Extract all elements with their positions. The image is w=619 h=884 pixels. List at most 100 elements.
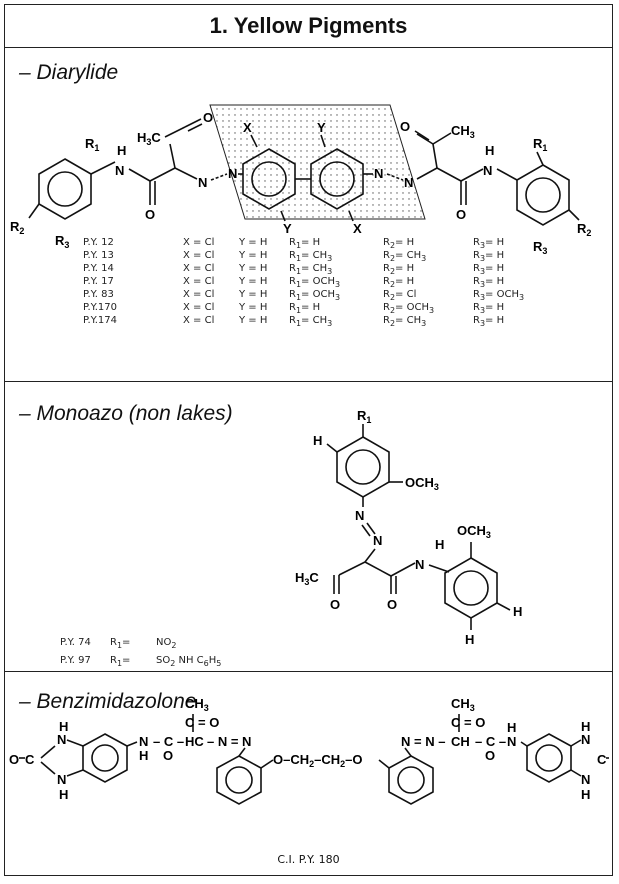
label-n-left-top: N (57, 732, 66, 747)
label-n-azo-right2: N (404, 175, 413, 190)
table-cell: R3= OCH3 (473, 289, 525, 302)
label-h-left-top: H (59, 719, 68, 734)
page-title: 1. Yellow Pigments (5, 5, 612, 48)
label-o-right-ketone: O (400, 119, 410, 134)
table-cell: R3= H (473, 302, 505, 315)
table-cell: R1= H (289, 302, 321, 315)
table-cell: R2= H (383, 237, 415, 250)
label-x-bottom: X (353, 221, 362, 236)
table-cell: R1= H (289, 237, 321, 250)
table-cell: Y = H (239, 302, 268, 313)
label-n-right-top: N (581, 732, 590, 747)
table-cell: P.Y. 17 (83, 276, 114, 287)
label-n-azo-left2: N (228, 166, 237, 181)
label-n-left-amide: N (139, 734, 148, 749)
table-cell: X = Cl (183, 237, 215, 248)
label-c-right: C (597, 752, 607, 767)
section-benzimidazolone: – Benzimidazolone N H N H C O N H – C – … (5, 672, 612, 877)
label-n-right-amide: N (507, 734, 516, 749)
section-title-diarylide: – Diarylide (19, 61, 119, 84)
label-ch3-right: CH3 (451, 696, 475, 713)
table-cell: X = Cl (183, 250, 215, 261)
monoazo-bottom-ring (444, 557, 498, 619)
label-n-azo-left: – N = N (207, 734, 251, 749)
label-n-monoazo-amide: N (415, 557, 424, 572)
section-diarylide: – Diarylide R1 R2 R3 H N O (5, 47, 612, 382)
label-n-azo-right: N = N – (401, 734, 445, 749)
label-o-right-amide: O (456, 207, 466, 222)
table-cell: R2= H (383, 263, 415, 276)
label-x-top: X (243, 120, 252, 135)
label-h3c-monoazo: H3C (295, 570, 319, 587)
label-bridge: O–CH2–CH2–O (273, 752, 363, 769)
table-cell: Y = H (239, 250, 268, 261)
biphenyl-right-ring (310, 148, 364, 210)
label-o-left-ketone: O (203, 110, 213, 125)
label-r1-monoazo: R1 (357, 408, 371, 425)
label-ch3-right: CH3 (451, 123, 475, 140)
label-c-left-acetyl: C = O (185, 715, 219, 730)
label-h-left: H (117, 143, 126, 158)
label-n-left: N (115, 163, 124, 178)
table-cell: P.Y.170 (83, 302, 117, 313)
table-cell: R3= H (473, 276, 505, 289)
table-cell: X = Cl (183, 315, 215, 326)
label-o-right-amide: O (485, 748, 495, 763)
table-cell: R2= CH3 (383, 315, 427, 328)
table-cell: R2= OCH3 (383, 302, 435, 315)
table-cell: R1= CH3 (289, 263, 333, 276)
table-cell: P.Y. 13 (83, 250, 114, 261)
table-cell: R3= H (473, 315, 505, 328)
label-r1-left: R1 (85, 136, 99, 153)
biphenyl-highlight-region (209, 104, 426, 220)
table-cell: R2= CH3 (383, 250, 427, 263)
table-cell: P.Y. 83 (83, 289, 114, 300)
section-title-monoazo: – Monoazo (non lakes) (19, 402, 233, 425)
left-phenyl-ring (38, 158, 92, 220)
label-h-monoazo-bottom: H (465, 632, 474, 647)
label-c-left-amide: – C – (153, 734, 184, 749)
label-h-monoazo-top: H (313, 433, 322, 448)
monoazo-structure: R1 H OCH3 N N H3C O O N H (295, 408, 522, 647)
label-och3-bottom: OCH3 (457, 523, 491, 540)
table-cell: X = Cl (183, 276, 215, 287)
label-c-left: C (25, 752, 35, 767)
table-cell: P.Y. 14 (83, 263, 114, 274)
right-benzene-ring (526, 733, 572, 783)
left-middle-ring (216, 755, 262, 805)
pigment-figure-frame: 1. Yellow Pigments – Diarylide R1 R2 R3 … (4, 4, 613, 876)
label-o-left: O (9, 752, 19, 767)
table-cell: P.Y.174 (83, 315, 117, 326)
benzimidazolone-structure: N H N H C O N H – C – O HC C = O CH3 – N… (9, 696, 609, 805)
label-r1-right: R1 (533, 136, 547, 153)
label-r2-right: R2 (577, 221, 591, 238)
label-r3-left: R3 (55, 233, 69, 250)
label-r3-right: R3 (533, 239, 547, 256)
section-monoazo: – Monoazo (non lakes) R1 H OCH3 N N H3C … (5, 382, 612, 672)
label-ch-right: CH (451, 734, 470, 749)
label-y-top: Y (317, 120, 326, 135)
diarylide-substituent-table: P.Y. 12 X = Cl Y = H R1= H R2= H R3= H P.Y. 13… (83, 237, 524, 328)
table-cell: Y = H (239, 263, 268, 274)
table-cell: P.Y. 12 (83, 237, 114, 248)
table-row: P.Y. 14 X = Cl Y = H R1= CH3 R2= H R3= H (83, 263, 524, 276)
label-c-right-amide: – C – (475, 734, 506, 749)
label-n-azo-left1: N (198, 175, 207, 190)
right-middle-ring (388, 755, 434, 805)
table-cell: R3= H (473, 263, 505, 276)
label-h-monoazo-amide: H (435, 537, 444, 552)
label-y-bottom: Y (283, 221, 292, 236)
table-cell: R1= OCH3 (289, 276, 341, 289)
table-cell: X = Cl (183, 263, 215, 274)
biphenyl-left-ring (242, 148, 296, 210)
table-cell: R3= H (473, 237, 505, 250)
